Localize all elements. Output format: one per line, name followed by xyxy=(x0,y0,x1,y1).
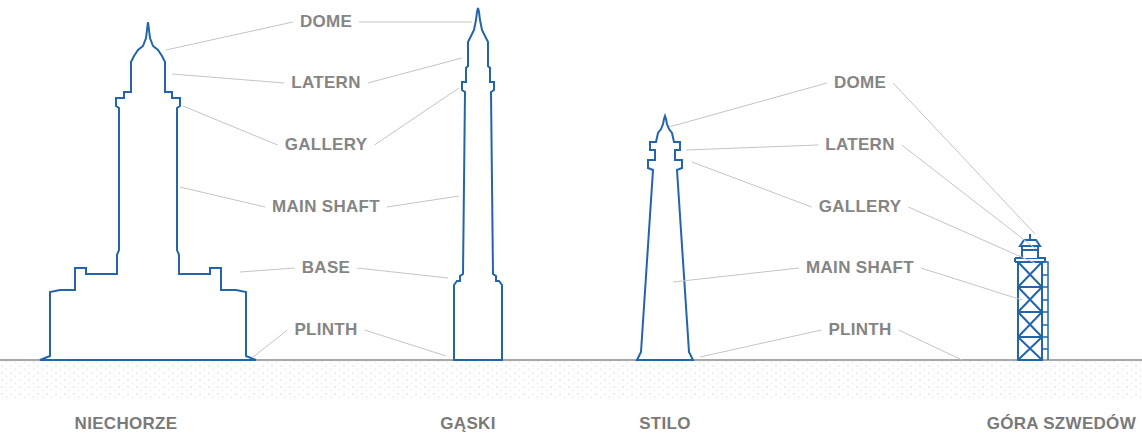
leader-line xyxy=(893,83,1035,234)
leader-line xyxy=(166,22,293,50)
leader-line xyxy=(686,145,818,150)
leader-line xyxy=(253,330,287,357)
gaski-lighthouse xyxy=(454,8,502,360)
leader-line xyxy=(180,187,265,207)
part-label: GALLERY xyxy=(285,135,368,155)
part-label: MAIN SHAFT xyxy=(806,258,914,278)
lighthouse-name: NIECHORZE xyxy=(75,414,178,434)
leader-line xyxy=(673,268,799,282)
part-label: LATERN xyxy=(291,73,360,93)
leader-line xyxy=(374,88,459,145)
lighthouse-name: STILO xyxy=(639,414,691,434)
leader-line xyxy=(357,268,448,278)
leader-line xyxy=(692,162,812,207)
part-label: DOME xyxy=(300,12,352,32)
lattice-tower xyxy=(1015,234,1048,360)
leader-line xyxy=(172,74,284,83)
leader-line xyxy=(899,330,962,360)
part-label: MAIN SHAFT xyxy=(272,197,380,217)
leader-line xyxy=(908,207,1035,263)
part-label: PLINTH xyxy=(828,320,891,340)
leader-line xyxy=(921,268,1022,300)
leader-line xyxy=(669,83,827,127)
leader-line xyxy=(359,22,472,23)
part-label: GALLERY xyxy=(819,197,902,217)
leader-line xyxy=(387,196,459,207)
ground-texture xyxy=(0,360,1142,398)
niechorze-lighthouse xyxy=(40,22,256,360)
part-label: BASE xyxy=(302,258,350,278)
stilo-lighthouse xyxy=(637,116,693,360)
leader-line xyxy=(365,330,446,356)
lighthouse-name: GÓRA SZWEDÓW xyxy=(987,414,1136,434)
part-label: LATERN xyxy=(825,135,894,155)
leader-line xyxy=(240,268,295,272)
part-label: DOME xyxy=(834,73,886,93)
lighthouse-name: GĄSKI xyxy=(440,414,495,434)
leader-line xyxy=(183,106,278,145)
part-label: PLINTH xyxy=(294,320,357,340)
leader-line xyxy=(700,330,821,357)
leader-line xyxy=(368,58,462,83)
